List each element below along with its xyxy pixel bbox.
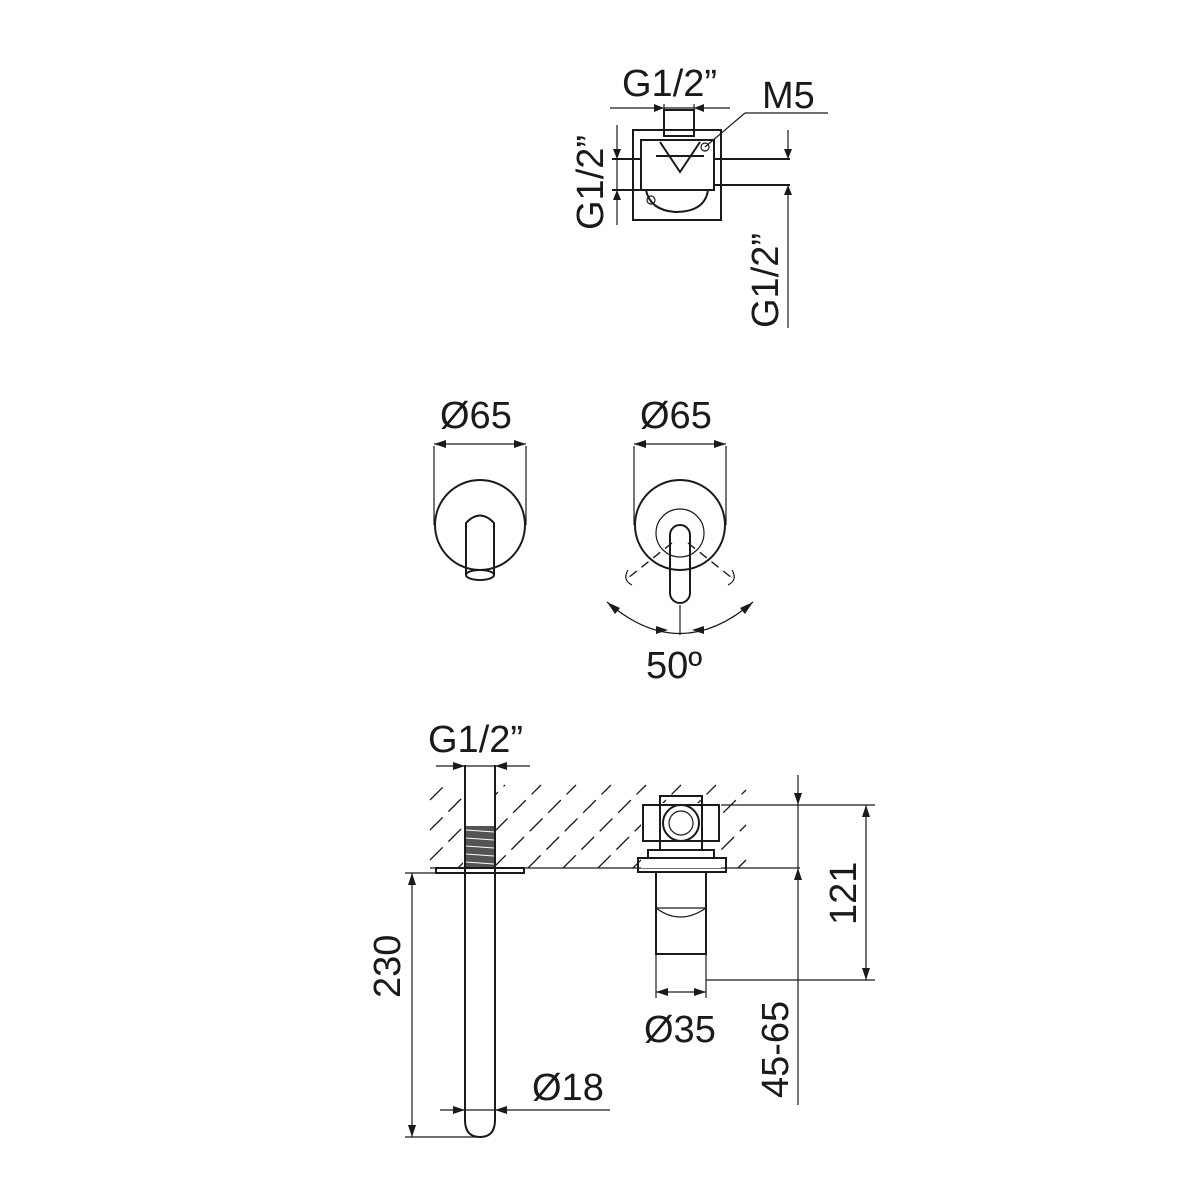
- lever-angle-label: 50º: [646, 645, 702, 687]
- handle-diameter-dimension: Ø35: [644, 954, 716, 1051]
- top-left-thread-dimension: G1/2”: [570, 125, 621, 230]
- mixer-front-diameter-label: Ø65: [640, 395, 712, 437]
- body-depth-label: 121: [823, 862, 865, 925]
- spout-side-thread-label: G1/2”: [428, 719, 523, 761]
- side-view-mixer: [637, 795, 727, 955]
- top-inlet-thread-label: G1/2”: [622, 63, 717, 105]
- spout-length-label: 230: [367, 935, 409, 998]
- spout-diameter-dimension: Ø18: [440, 1067, 610, 1114]
- wall-depth-range-dimension: 45-65: [755, 775, 802, 1105]
- handle-diameter-label: Ø35: [644, 1009, 716, 1051]
- top-right-thread-dimension: G1/2”: [745, 130, 792, 328]
- top-left-thread-label: G1/2”: [570, 135, 612, 230]
- front-view-spout: Ø65: [433, 395, 527, 581]
- top-view-mixer-body: [612, 109, 828, 221]
- top-right-thread-label: G1/2”: [745, 233, 787, 328]
- top-thread-dimension: G1/2” M5: [610, 63, 815, 117]
- spout-diameter-label: Ø18: [532, 1067, 604, 1109]
- front-view-mixer: Ø65 50º: [606, 395, 754, 687]
- top-screw-label: M5: [762, 75, 815, 117]
- wall-depth-range-label: 45-65: [755, 1001, 797, 1098]
- spout-front-diameter-label: Ø65: [440, 395, 512, 437]
- spout-thread-dimension: G1/2”: [428, 719, 530, 770]
- spout-length-dimension: 230: [367, 872, 480, 1138]
- side-view-spout: [435, 765, 525, 1139]
- body-depth-dimension: 121: [706, 804, 875, 981]
